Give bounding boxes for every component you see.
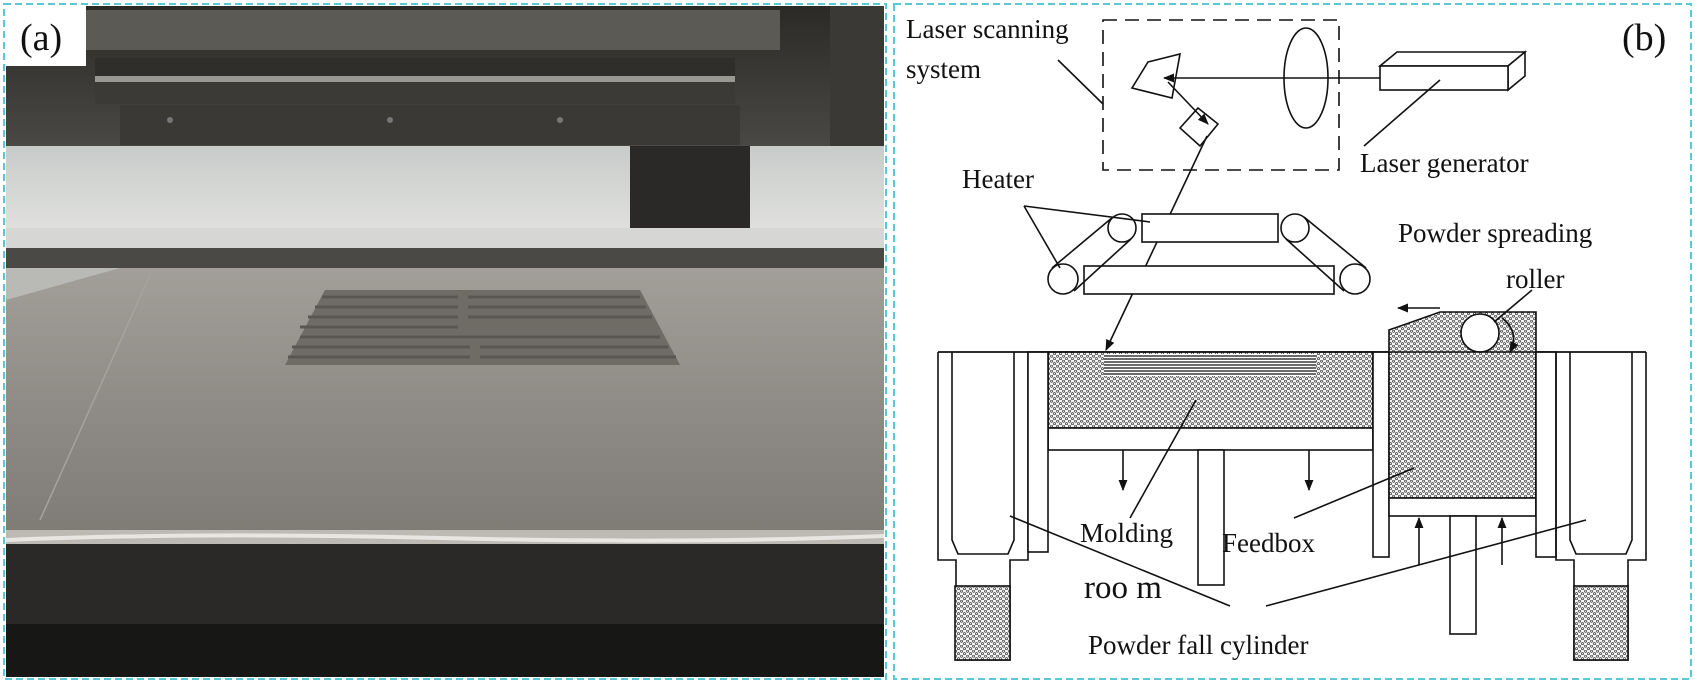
right-fall-cylinder — [1555, 352, 1647, 661]
leader-heater-2 — [1023, 205, 1061, 269]
label-powder-spreading: Powder spreading — [1398, 218, 1592, 248]
beam-mirror-link — [1167, 81, 1209, 125]
leader-roller — [1493, 289, 1533, 323]
beam-to-bed — [1105, 135, 1208, 352]
leader-laser-scanning — [1057, 59, 1104, 105]
powder-roller — [1460, 313, 1500, 353]
feedbox — [1388, 311, 1537, 635]
leader-fall-right — [1265, 519, 1587, 607]
panel-a-tag-bg — [6, 6, 86, 66]
left-fall-cylinder — [937, 352, 1029, 661]
label-roller: roller — [1506, 264, 1564, 294]
panel-b-tag: (b) — [1622, 17, 1666, 59]
leader-fall-left — [1009, 515, 1231, 607]
label-molding: Molding — [1080, 518, 1173, 548]
label-heater: Heater — [962, 164, 1034, 194]
label-room: roo m — [1084, 570, 1162, 606]
label-laser-generator: Laser generator — [1360, 148, 1529, 178]
mirror-1 — [1130, 52, 1182, 99]
wall-middle — [1372, 351, 1390, 558]
panel-b-frame — [893, 3, 1692, 680]
panel-a-tag: (a) — [20, 17, 62, 59]
laser-generator-box — [1377, 50, 1528, 92]
roller-rotation-arrow — [1501, 317, 1519, 354]
label-system: system — [906, 54, 981, 84]
molding-room — [1047, 351, 1374, 586]
laser-scanning-box — [1102, 19, 1340, 171]
panel-a-frame — [3, 3, 887, 680]
leader-molding — [1129, 399, 1197, 519]
leader-feedbox — [1293, 467, 1415, 519]
heater-assembly — [1047, 213, 1371, 295]
panel-a: (a) — [3, 3, 887, 680]
label-feedbox: Feedbox — [1222, 528, 1315, 558]
wall-left-inner — [1027, 351, 1049, 553]
wall-right-inner — [1535, 351, 1557, 558]
label-laser-scanning: Laser scanning — [906, 14, 1069, 44]
photo — [5, 6, 885, 677]
label-powder-fall-cylinder: Powder fall cylinder — [1088, 630, 1308, 660]
sintered-layers — [285, 290, 680, 365]
leader-laser-generator — [1363, 79, 1441, 147]
panel-b: (b) — [893, 3, 1692, 680]
leader-heater-1 — [1023, 205, 1151, 223]
